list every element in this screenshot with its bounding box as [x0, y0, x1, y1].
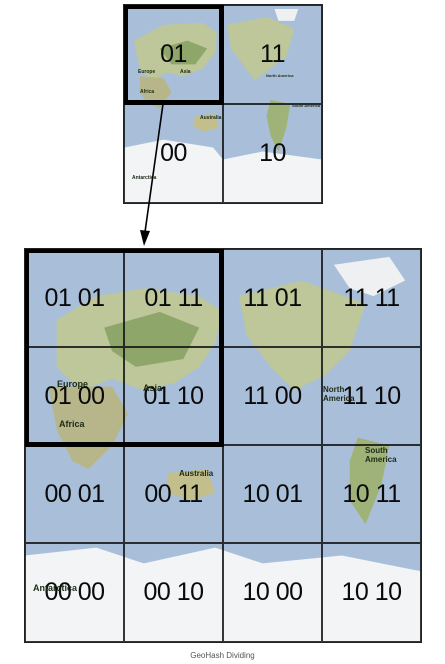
- place-label-south-america: South America: [365, 446, 397, 464]
- large-grid-cell: 10 01: [223, 445, 322, 543]
- large-grid-cell: 00 01: [25, 445, 124, 543]
- place-label-europe: Europe: [57, 379, 89, 389]
- large-grid-cell: 11 00: [223, 347, 322, 445]
- place-label-south-america: South America: [292, 103, 321, 108]
- place-label-north-america: North America: [266, 73, 294, 78]
- place-label-antarctica: Antarctica: [132, 175, 157, 181]
- large-grid-cell: 11 10: [322, 347, 421, 445]
- small-grid-cell: 11: [223, 5, 322, 104]
- place-label-australia: Australia: [179, 469, 214, 478]
- place-label-africa: Africa: [140, 89, 155, 95]
- small-grid-cell: 01: [124, 5, 223, 104]
- large-geohash-map: 01 01 01 11 11 01 11 11 01 00 01 10 11 0…: [24, 248, 422, 643]
- large-grid-cell: 01 11: [124, 249, 223, 347]
- place-label-north-america: North America: [323, 385, 355, 403]
- figure-caption: GeoHash Dividing: [190, 651, 255, 660]
- place-label-europe: Europe: [138, 69, 156, 75]
- large-grid-cell: 01 01: [25, 249, 124, 347]
- place-label-australia: Australia: [200, 115, 222, 121]
- place-label-antarctica: Antarctica: [33, 583, 78, 593]
- large-grid-cell: 00 00: [25, 543, 124, 642]
- small-geohash-map: 01 11 00 10 Europe Asia Africa North Ame…: [123, 4, 323, 204]
- large-grid-cell: 11 01: [223, 249, 322, 347]
- place-label-africa: Africa: [59, 419, 85, 429]
- large-grid-cell: 00 11: [124, 445, 223, 543]
- place-label-asia: Asia: [180, 69, 191, 75]
- large-grid-cell: 11 11: [322, 249, 421, 347]
- large-grid-cell: 01 10: [124, 347, 223, 445]
- large-grid-cell: 00 10: [124, 543, 223, 642]
- large-grid-cell: 10 11: [322, 445, 421, 543]
- large-grid-cell: 10 00: [223, 543, 322, 642]
- place-label-asia: Asia: [143, 383, 163, 393]
- large-grid-cell: 01 00: [25, 347, 124, 445]
- small-grid-cell: 10: [223, 104, 322, 203]
- large-grid-cell: 10 10: [322, 543, 421, 642]
